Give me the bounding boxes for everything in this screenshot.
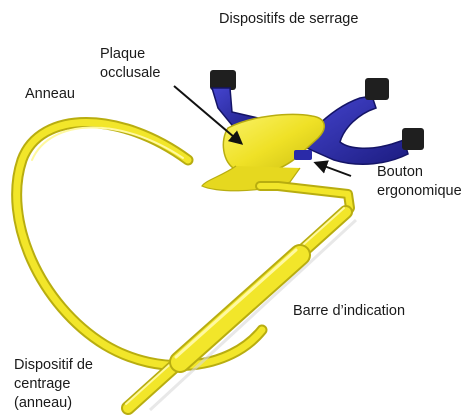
label-centering-line3: (anneau) bbox=[14, 394, 93, 413]
label-ring: Anneau bbox=[25, 85, 75, 104]
label-button-line2: ergonomique bbox=[377, 182, 462, 201]
label-button: Bouton ergonomique bbox=[377, 163, 462, 201]
label-clamps: Dispositifs de serrage bbox=[219, 10, 358, 29]
label-bite-plate: Plaque occlusale bbox=[100, 45, 160, 83]
holder-arm bbox=[260, 186, 350, 214]
label-indicator-bar: Barre d’indication bbox=[293, 302, 405, 321]
label-centering-line2: centrage bbox=[14, 375, 93, 394]
label-button-line1: Bouton bbox=[377, 163, 462, 182]
arrow-button bbox=[316, 163, 351, 176]
label-centering-line1: Dispositif de bbox=[14, 356, 93, 375]
label-bite-plate-line2: occlusale bbox=[100, 64, 160, 83]
label-bite-plate-line1: Plaque bbox=[100, 45, 160, 64]
label-centering: Dispositif de centrage (anneau) bbox=[14, 356, 93, 413]
ergonomic-button bbox=[294, 150, 312, 160]
